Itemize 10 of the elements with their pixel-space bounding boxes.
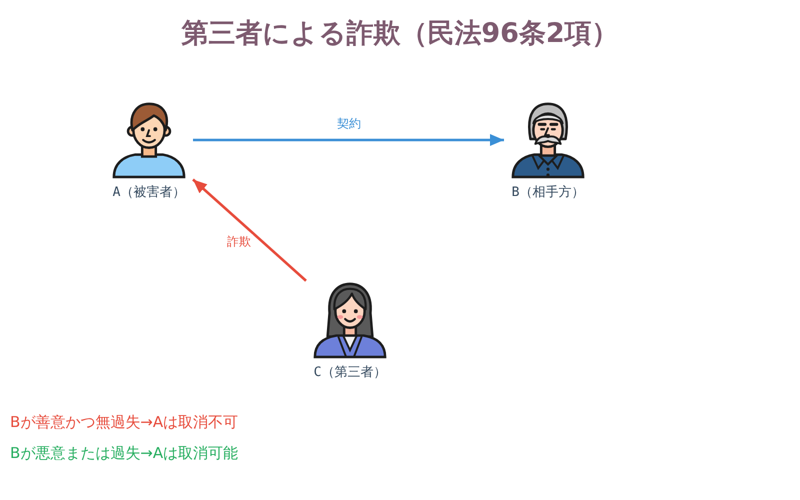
edge-label: 契約 xyxy=(335,116,363,132)
note-text: Bが悪意または過失→Aは取消可能 xyxy=(10,443,238,463)
arrow xyxy=(192,178,307,282)
person-caption: B（相手方） xyxy=(512,185,584,201)
edge-label: 詐欺 xyxy=(225,234,253,250)
diagram-title: 第三者による詐欺（民法96条2項） xyxy=(180,17,620,51)
person-caption: C（第三者） xyxy=(314,365,386,381)
note-text: Bが善意かつ無過失→Aは取消不可 xyxy=(10,412,238,432)
arrow xyxy=(193,134,504,146)
person-caption: A（被害者） xyxy=(112,185,186,201)
